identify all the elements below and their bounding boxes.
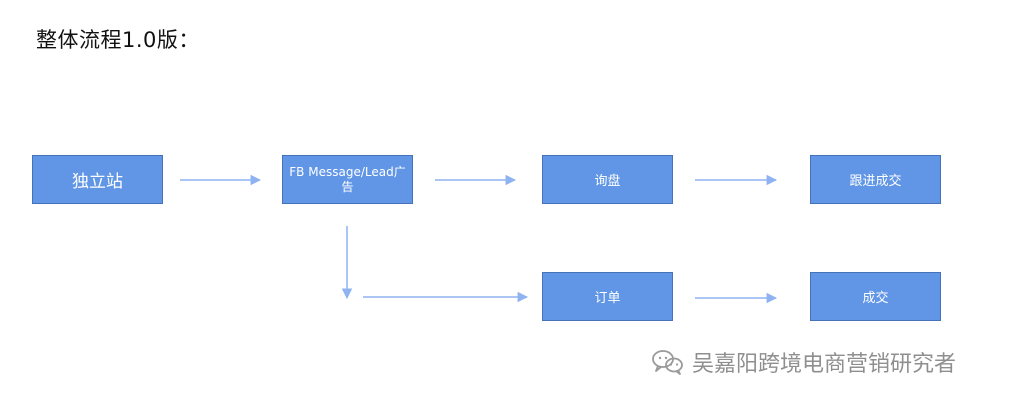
- page-title: 整体流程1.0版：: [36, 28, 200, 52]
- node-follow-up-deal-label: 跟进成交: [849, 174, 902, 189]
- node-independent-site-label: 独立站: [72, 172, 123, 192]
- node-independent-site: 独立站: [32, 155, 163, 204]
- watermark-text: 吴嘉阳跨境电商营销研究者: [692, 352, 957, 377]
- node-deal: 成交: [810, 272, 941, 321]
- node-fb-message-lead-ads-label: FB Message/Lead广告: [289, 165, 406, 194]
- node-deal-label: 成交: [862, 291, 889, 306]
- wechat-watermark: 吴嘉阳跨境电商营销研究者: [650, 346, 956, 378]
- node-inquiry-label: 询盘: [594, 174, 621, 189]
- node-order-label: 订单: [594, 291, 621, 306]
- node-order: 订单: [542, 272, 673, 321]
- wechat-icon: [652, 350, 683, 375]
- node-inquiry: 询盘: [542, 155, 673, 204]
- node-fb-message-lead-ads: FB Message/Lead广告: [282, 155, 413, 204]
- node-follow-up-deal: 跟进成交: [810, 155, 941, 204]
